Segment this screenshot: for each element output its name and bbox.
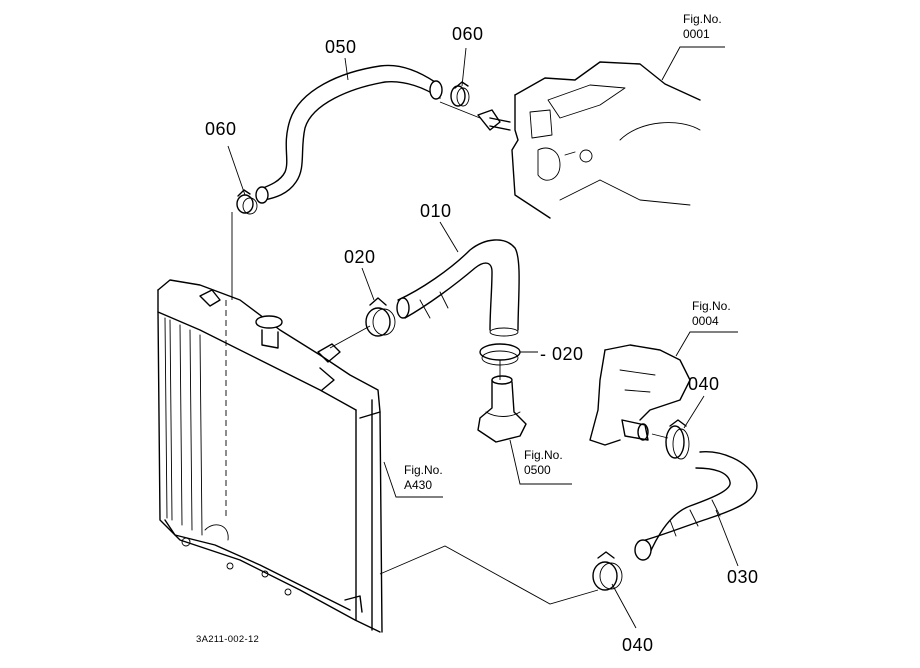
part-label-040-lower: 040	[622, 635, 654, 655]
thermostat-cover	[477, 375, 527, 443]
hose-050	[255, 64, 443, 204]
clamp-040-upper	[665, 419, 690, 460]
figure-ref-title: Fig.No.	[524, 448, 563, 462]
clamp-040-lower	[592, 551, 623, 591]
part-label-020-left: 020	[344, 247, 376, 267]
figure-ref-number: 0004	[692, 314, 719, 328]
part-label-060-lower: 060	[205, 119, 237, 139]
drawing-code: 3A211-002-12	[196, 634, 260, 645]
dash-prefix: -	[540, 344, 552, 364]
figure-ref-0004[interactable]: Fig.No. 0004	[692, 299, 731, 329]
part-label-030: 030	[727, 567, 759, 587]
figure-ref-title: Fig.No.	[692, 299, 731, 313]
figure-ref-number: 0001	[683, 27, 710, 41]
figure-ref-0500[interactable]: Fig.No. 0500	[524, 448, 563, 478]
figure-ref-0001[interactable]: Fig.No. 0001	[683, 12, 722, 42]
figure-ref-A430[interactable]: Fig.No. A430	[404, 463, 443, 493]
water-pump-housing	[589, 344, 691, 446]
part-label-010: 010	[420, 201, 452, 221]
clamp-060-lower	[236, 189, 258, 215]
engine-outlet-fitting	[477, 109, 511, 131]
radiator	[157, 279, 383, 633]
clamp-060-upper	[450, 81, 470, 107]
hose-030	[634, 451, 758, 561]
part-label-020-right-text: 020	[552, 344, 584, 364]
figure-ref-title: Fig.No.	[404, 463, 443, 477]
engine-block	[511, 61, 701, 219]
figure-ref-number: A430	[404, 478, 433, 492]
part-label-050: 050	[325, 37, 357, 57]
part-label-040-upper: 040	[688, 374, 720, 394]
part-label-020-right: - 020	[540, 345, 584, 363]
figure-ref-number: 0500	[524, 463, 551, 477]
hose-010	[396, 239, 520, 337]
figure-ref-title: Fig.No.	[683, 12, 722, 26]
part-label-060-upper: 060	[452, 24, 484, 44]
clamp-020-left	[365, 297, 396, 337]
leader-lines	[225, 46, 739, 629]
